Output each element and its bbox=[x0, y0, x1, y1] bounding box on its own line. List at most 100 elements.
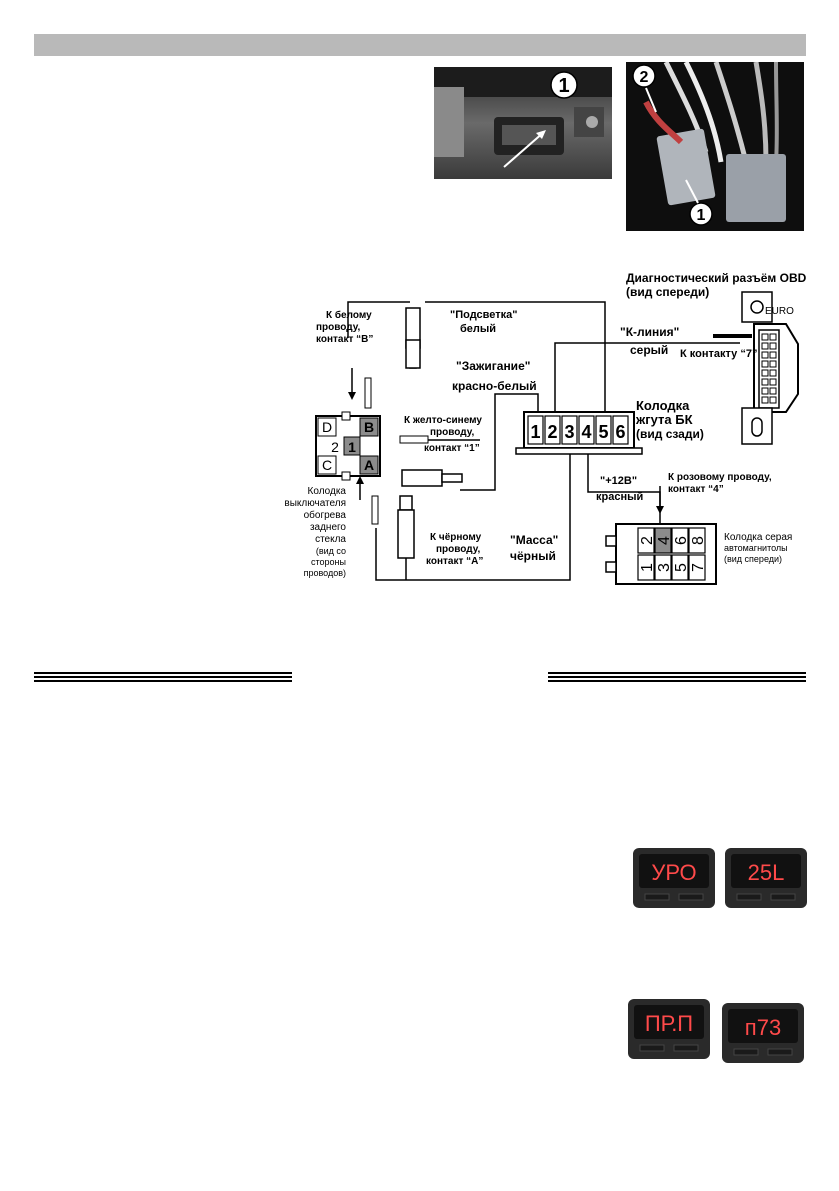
obd-pin bbox=[769, 360, 777, 368]
white-wire-label-3: контакт “В” bbox=[316, 334, 373, 345]
obd-view: (вид спереди) bbox=[626, 285, 709, 299]
radio-pin-label: 1 bbox=[639, 563, 656, 572]
k-line-label: "К-линия" bbox=[620, 325, 679, 339]
display-4-text: п73 bbox=[745, 1015, 781, 1040]
display-3-screen: ПР.П bbox=[634, 1005, 704, 1052]
plus12-label: "+12В" bbox=[600, 475, 637, 487]
switch-caption: Колодка выключателя обогрева заднего сте… bbox=[284, 486, 346, 578]
obd-pin bbox=[761, 396, 769, 404]
harness-label-1: Колодка bbox=[636, 398, 690, 413]
display-1: УРО bbox=[633, 848, 715, 908]
obd-pin bbox=[769, 351, 777, 359]
obd-pin bbox=[769, 387, 777, 395]
obd-pin bbox=[761, 369, 769, 377]
black-label-2: проводу, bbox=[436, 544, 481, 555]
harness-pin-label: 3 bbox=[564, 422, 574, 442]
obd-pin bbox=[761, 387, 769, 395]
harness-pin-box bbox=[527, 415, 544, 445]
k-contact-7-label: К контакту “7” bbox=[680, 348, 757, 360]
display-2: 25L bbox=[725, 848, 807, 908]
obd-pin bbox=[761, 342, 769, 350]
radio-pin-label: 4 bbox=[656, 536, 673, 545]
radio-pin-label: 7 bbox=[690, 563, 707, 572]
radio-label-1: Колодка серая bbox=[724, 532, 792, 543]
harness-pin-box bbox=[612, 415, 629, 445]
harness-label-2: жгута БК bbox=[635, 412, 693, 427]
switch-pin-2: 2 bbox=[331, 439, 339, 455]
obd-pin bbox=[761, 378, 769, 386]
radio-label-2: автомагнитолы bbox=[724, 543, 788, 553]
zazhiganie-label: "Зажигание" bbox=[456, 359, 530, 373]
radio-pin-box bbox=[671, 527, 689, 554]
white-wire-label-1: К белому bbox=[326, 309, 372, 321]
massa-label: "Масса" bbox=[510, 533, 558, 547]
harness-pin-label: 5 bbox=[598, 422, 608, 442]
radio-pin-box bbox=[654, 554, 672, 581]
photo-marker-2: 2 bbox=[640, 69, 649, 86]
white-wire-plug bbox=[405, 307, 421, 369]
obd-title: Диагностический разъём OBD II bbox=[626, 271, 810, 285]
display-1-text: УРО bbox=[651, 860, 696, 885]
radio-pin-box bbox=[637, 554, 655, 581]
obd-pin bbox=[761, 360, 769, 368]
yellow-blue-label-2: проводу, bbox=[430, 427, 475, 438]
display-3: ПР.П bbox=[628, 999, 710, 1059]
radio-pin-box bbox=[637, 527, 655, 554]
black-label-3: контакт “А” bbox=[426, 556, 483, 567]
switch-pin-d: D bbox=[322, 419, 332, 435]
obd-pin bbox=[769, 342, 777, 350]
radio-pin-box bbox=[688, 527, 706, 554]
obd-pins bbox=[761, 333, 777, 404]
display-2-text: 25L bbox=[748, 860, 785, 885]
yellow-blue-label-3: контакт “1” bbox=[424, 443, 480, 454]
pink-label-2: контакт “4” bbox=[668, 484, 724, 495]
radio-pin-box bbox=[654, 527, 672, 554]
radio-pin-label: 5 bbox=[673, 563, 690, 572]
pink-label-1: К розовому проводу, bbox=[668, 472, 772, 483]
display-2-screen: 25L bbox=[731, 854, 801, 901]
photo-marker-1b: 1 bbox=[697, 207, 706, 224]
switch-connector: D B 2 1 C A bbox=[315, 411, 381, 481]
radio-pin-box bbox=[688, 554, 706, 581]
bely-label: белый bbox=[460, 323, 496, 335]
harness-pin-label: 1 bbox=[530, 422, 540, 442]
harness-pin-box bbox=[561, 415, 578, 445]
harness-pin-box bbox=[544, 415, 561, 445]
yellow-blue-plug bbox=[401, 469, 463, 487]
obd-pin bbox=[769, 369, 777, 377]
switch-pin-b: B bbox=[364, 419, 374, 435]
display-1-screen: УРО bbox=[639, 854, 709, 901]
radio-label-3: (вид спереди) bbox=[724, 554, 782, 564]
display-3-text: ПР.П bbox=[645, 1011, 693, 1036]
black-label-1: К чёрному bbox=[430, 532, 482, 543]
krasno-bely-label: красно-белый bbox=[452, 379, 537, 393]
harness-pin-label: 2 bbox=[547, 422, 557, 442]
harness-pin-box bbox=[578, 415, 595, 445]
switch-pin-c: C bbox=[322, 457, 332, 473]
radio-pin-label: 2 bbox=[639, 536, 656, 545]
euro-label: EURO bbox=[765, 306, 794, 317]
switch-sub-line-2: стороны bbox=[311, 557, 346, 567]
harness-pin-label: 4 bbox=[581, 422, 591, 442]
sery-label: серый bbox=[630, 343, 668, 357]
display-4-screen: п73 bbox=[728, 1009, 798, 1056]
switch-sub-line-3: проводов) bbox=[304, 568, 346, 578]
radio-pin-label: 8 bbox=[690, 536, 707, 545]
photo-wiring-connector: 2 1 bbox=[626, 62, 804, 231]
switch-caption-line-5: стекла bbox=[315, 534, 346, 545]
cherny-label: чёрный bbox=[510, 549, 556, 563]
switch-caption-line-4: заднего bbox=[310, 522, 346, 533]
switch-pin-a: A bbox=[364, 457, 374, 473]
obd-pin bbox=[769, 378, 777, 386]
photo-marker-1: 1 bbox=[558, 75, 569, 97]
header-bar bbox=[34, 34, 806, 56]
switch-caption-line-2: выключателя bbox=[284, 498, 346, 509]
photo-obd-connector: 1 bbox=[434, 67, 612, 179]
black-wire-plug bbox=[397, 495, 415, 580]
obd-pin bbox=[769, 396, 777, 404]
display-4: п73 bbox=[722, 1003, 804, 1063]
radio-pin-label: 3 bbox=[656, 563, 673, 572]
obd-pin bbox=[761, 351, 769, 359]
